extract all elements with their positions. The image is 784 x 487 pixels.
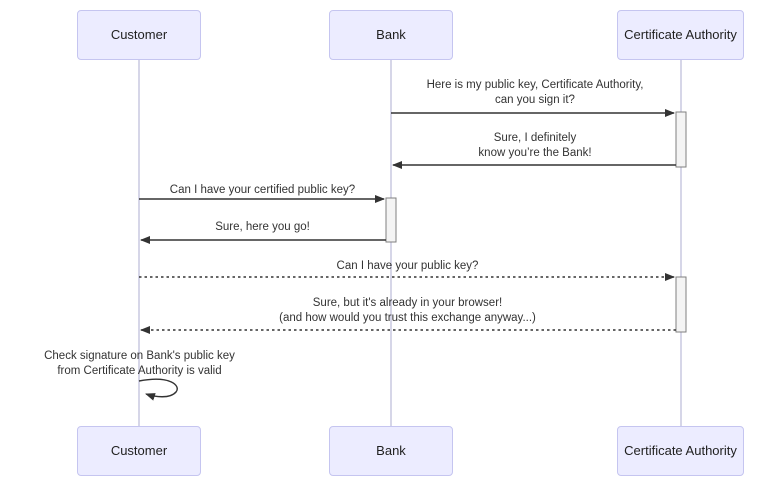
activation-bar-ca-1 — [675, 111, 687, 168]
activation-bar-bank-1 — [385, 197, 397, 243]
actor-label-certificate-authority-bottom: Certificate Authority — [624, 443, 737, 459]
actor-label-customer-top: Customer — [110, 27, 168, 43]
actor-label-certificate-authority-top: Certificate Authority — [624, 27, 737, 43]
activation-bar-ca-2 — [675, 276, 687, 333]
actor-box-certificate-authority-bottom[interactable]: Certificate Authority — [617, 426, 744, 476]
actor-label-customer-bottom: Customer — [110, 443, 168, 459]
message-arrow-m7-self-loop — [138, 378, 178, 401]
actor-box-certificate-authority-top[interactable]: Certificate Authority — [617, 10, 744, 60]
actor-label-bank-bottom: Bank — [376, 443, 406, 459]
actor-box-customer-top[interactable]: Customer — [77, 10, 201, 60]
actor-box-bank-top[interactable]: Bank — [329, 10, 453, 60]
actor-box-bank-bottom[interactable]: Bank — [329, 426, 453, 476]
actor-label-bank-top: Bank — [376, 27, 406, 43]
actor-box-customer-bottom[interactable]: Customer — [77, 426, 201, 476]
